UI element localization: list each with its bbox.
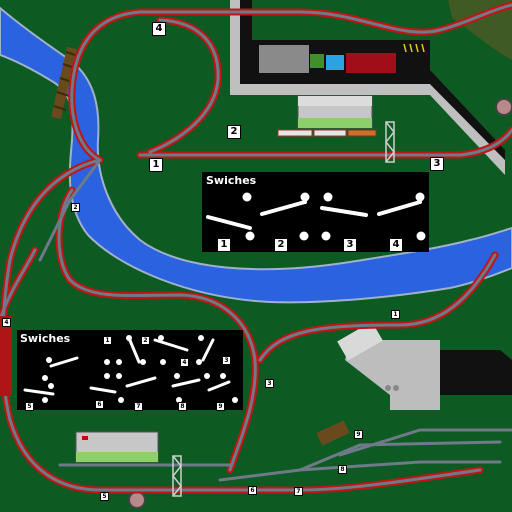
switch-levers-left [23, 335, 238, 403]
left-switch-label-7[interactable]: 7 [134, 402, 143, 411]
switch-panel-left: Swiches [17, 330, 243, 410]
switch-label-2[interactable]: 2 [274, 238, 288, 252]
river [0, 6, 512, 304]
switch-knob-1b [245, 231, 255, 241]
pool [326, 55, 344, 70]
left-switch-label-5[interactable]: 5 [25, 402, 34, 411]
map-switch-6: 6 [248, 486, 257, 495]
left-switch-label-4[interactable]: 4 [180, 358, 189, 367]
switch-knob-3b [321, 231, 331, 241]
switch-knob-3a [323, 192, 333, 202]
bridge-right-small [316, 420, 350, 446]
road-outer [230, 0, 505, 175]
switch-label-4[interactable]: 4 [389, 238, 403, 252]
hill [448, 0, 512, 60]
water-tower-bottom [128, 491, 146, 509]
station-top [297, 95, 373, 129]
panel-title: Swiches [20, 332, 71, 345]
map-switch-2: 2 [71, 203, 80, 212]
town-pavement [240, 0, 505, 160]
switch-panel-top: Swiches [202, 172, 429, 252]
map-switch-5: 5 [100, 492, 109, 501]
left-switch-label-6[interactable]: 6 [95, 400, 104, 409]
station-bottom [75, 431, 159, 463]
switch-lever-1 [206, 215, 252, 230]
red-building [346, 53, 396, 73]
map-label-1: 1 [149, 158, 163, 172]
map-switch-1: 1 [391, 310, 400, 319]
fence-lights [403, 43, 425, 53]
switch-lever-4 [377, 200, 422, 216]
map-label-4: 4 [152, 22, 166, 36]
switch-knob-1a [242, 192, 252, 202]
bridge-top-left [51, 46, 77, 120]
map-label-2: 2 [227, 125, 241, 139]
map-switch-7: 7 [294, 487, 303, 496]
switch-lever-2 [260, 200, 307, 216]
rails [0, 3, 512, 492]
signal-tower-top [385, 121, 395, 163]
switch-levers-top [206, 192, 426, 241]
left-switch-label-1[interactable]: 1 [103, 336, 112, 345]
switch-label-1[interactable]: 1 [217, 238, 231, 252]
signal-tower-bottom [172, 455, 182, 497]
left-switch-label-3[interactable]: 3 [222, 356, 231, 365]
map-switch-9: 9 [354, 430, 363, 439]
panel-title: Swiches [206, 174, 257, 187]
left-switch-label-8[interactable]: 8 [178, 402, 187, 411]
switch-lever-3 [320, 206, 368, 217]
switch-knob-4a [415, 192, 425, 202]
grey-building [259, 45, 309, 73]
water-tower [495, 98, 512, 116]
yard [337, 321, 512, 410]
left-platform [0, 316, 12, 396]
left-switch-label-2[interactable]: 2 [141, 336, 150, 345]
town [230, 0, 505, 175]
switch-knob-2a [300, 192, 310, 202]
map-switch-4: 4 [2, 318, 11, 327]
switch-knob-2b [299, 231, 309, 241]
map-switch-3: 3 [265, 379, 274, 388]
switch-knob-4b [416, 231, 426, 241]
map-switch-8: 8 [338, 465, 347, 474]
switch-label-3[interactable]: 3 [343, 238, 357, 252]
left-switch-label-9[interactable]: 9 [216, 402, 225, 411]
green-shed [310, 54, 324, 68]
train [277, 129, 377, 137]
map-label-3: 3 [430, 157, 444, 171]
